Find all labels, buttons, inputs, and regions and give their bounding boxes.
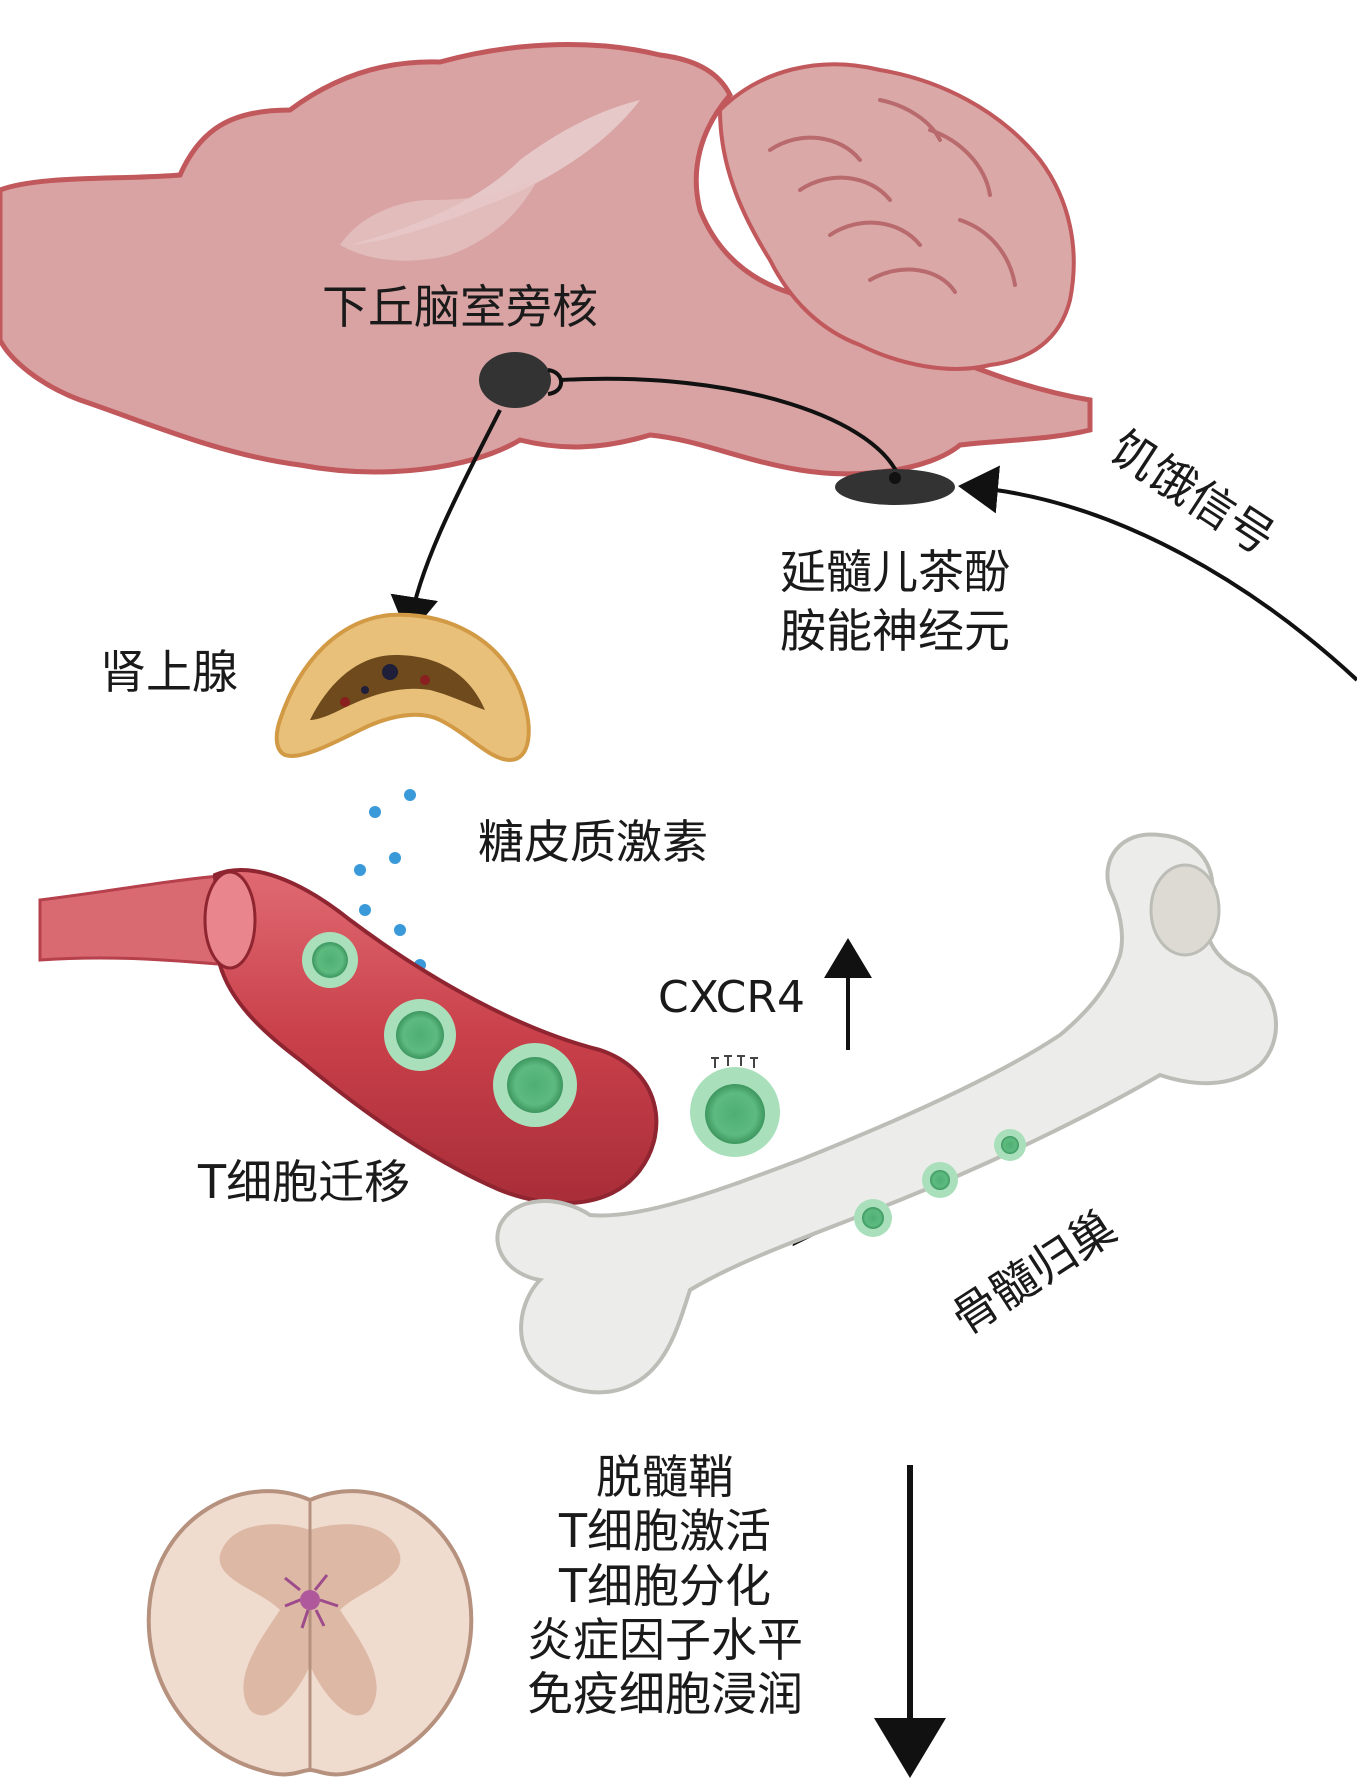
brain (0, 45, 1357, 680)
label-medulla-neuron-line2: 胺能神经元 (780, 604, 1010, 658)
label-glucocorticoid: 糖皮质激素 (478, 815, 708, 869)
adrenal-gland (277, 615, 529, 760)
label-adrenal-gland: 肾上腺 (100, 645, 238, 699)
label-medulla-neuron-line1: 延髓儿茶酚 (780, 545, 1010, 599)
label-cxcr4: CXCR4 (658, 972, 805, 1024)
outcome-item: 脱髓鞘 (470, 1450, 860, 1504)
outcome-item: 免疫细胞浸润 (470, 1667, 860, 1721)
label-hypothalamus-pvn: 下丘脑室旁核 (322, 280, 598, 334)
pvn-neuron-body (479, 352, 551, 408)
outcome-item: 炎症因子水平 (470, 1613, 860, 1667)
migrating-t-cell (690, 1056, 780, 1157)
outcome-item: T细胞激活 (470, 1504, 860, 1558)
medulla-neuron-dot (889, 472, 901, 484)
blood-vessel (40, 870, 656, 1203)
outcome-list: 脱髓鞘 T细胞激活 T细胞分化 炎症因子水平 免疫细胞浸润 (470, 1450, 860, 1721)
spinal-cord-section (149, 1491, 472, 1774)
hunger-signal-arrow (970, 487, 1357, 680)
outcome-item: T细胞分化 (470, 1559, 860, 1613)
label-t-cell-migration: T细胞迁移 (198, 1155, 410, 1209)
